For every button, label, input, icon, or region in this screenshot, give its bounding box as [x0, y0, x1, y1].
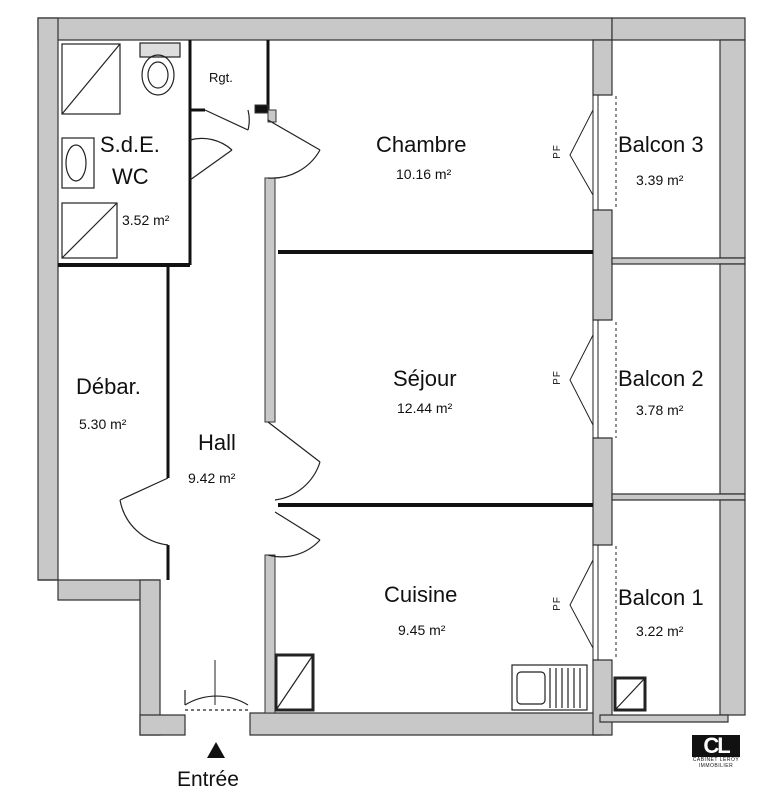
balcon3-name: Balcon 3 [618, 132, 704, 157]
outer-walls [37, 17, 746, 736]
sde-area: 3.52 m² [122, 212, 170, 228]
balcon1-area: 3.22 m² [636, 623, 684, 639]
pf-mark-balcon2: PF [551, 370, 563, 385]
pf-mark-balcon1: PF [551, 596, 563, 611]
entrance-arrow [207, 742, 225, 758]
cuisine-area: 9.45 m² [398, 622, 446, 638]
doors [119, 109, 321, 711]
balcon2-name: Balcon 2 [618, 366, 704, 391]
balcon2-area: 3.78 m² [636, 402, 684, 418]
bathroom-fixtures [61, 42, 181, 259]
logo-line2: IMMOBILIER [698, 763, 734, 769]
pf-mark-balcon3: PF [551, 144, 563, 159]
balcon1-name: Balcon 1 [618, 585, 704, 610]
chambre-name: Chambre [376, 132, 467, 157]
balcon3-area: 3.39 m² [636, 172, 684, 188]
pf-windows [569, 95, 617, 660]
chambre-area: 10.16 m² [396, 166, 452, 182]
sejour-area: 12.44 m² [397, 400, 453, 416]
hall-area: 9.42 m² [188, 470, 236, 486]
logo-line1: CABINET LEROY [692, 757, 740, 763]
sde-name-line1: S.d.E. [100, 132, 160, 157]
logo-mark: CL [692, 735, 740, 757]
cabinet-leroy-logo: CL CABINET LEROY IMMOBILIER [690, 735, 742, 769]
sejour-name: Séjour [393, 366, 457, 391]
kitchen-fixtures [274, 653, 647, 712]
sde-name-line2: WC [112, 164, 149, 189]
hall-name: Hall [198, 430, 236, 455]
debar-name: Débar. [76, 374, 141, 399]
wall-columns [254, 104, 277, 714]
cuisine-name: Cuisine [384, 582, 458, 607]
rgt-name: Rgt. [209, 70, 233, 85]
debar-area: 5.30 m² [79, 416, 127, 432]
entrance-label: Entrée [177, 768, 239, 791]
